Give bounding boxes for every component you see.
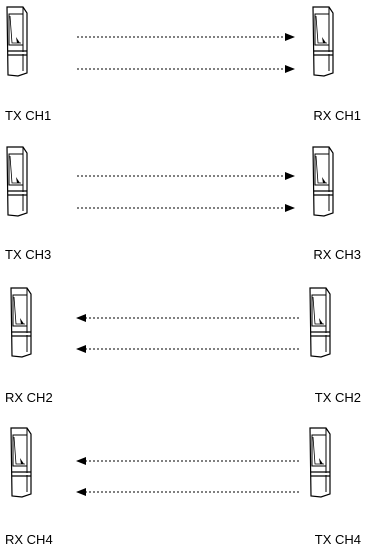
pair-3: RX CH2 TX CH2: [5, 287, 361, 405]
pair-1: TX CH1 RX CH1: [5, 6, 361, 123]
left-channel-label: RX CH2: [5, 390, 53, 405]
pair-2: TX CH3 RX CH3: [5, 146, 361, 262]
left-device-icon: [10, 287, 32, 358]
right-channel-label: RX CH3: [313, 247, 361, 262]
left-channel-label: RX CH4: [5, 532, 53, 547]
left-channel-label: TX CH3: [5, 247, 51, 262]
right-device-icon: [309, 287, 331, 358]
left-channel-label: TX CH1: [5, 108, 51, 123]
left-device-icon: [6, 6, 28, 77]
left-device-icon: [6, 146, 28, 217]
pair-4: RX CH4 TX CH4: [5, 427, 361, 547]
left-device-icon: [10, 427, 32, 498]
right-device-icon: [309, 427, 331, 498]
right-channel-label: TX CH2: [315, 390, 361, 405]
right-device-icon: [312, 146, 334, 217]
right-channel-label: RX CH1: [313, 108, 361, 123]
right-channel-label: TX CH4: [315, 532, 361, 547]
right-device-icon: [312, 6, 334, 77]
